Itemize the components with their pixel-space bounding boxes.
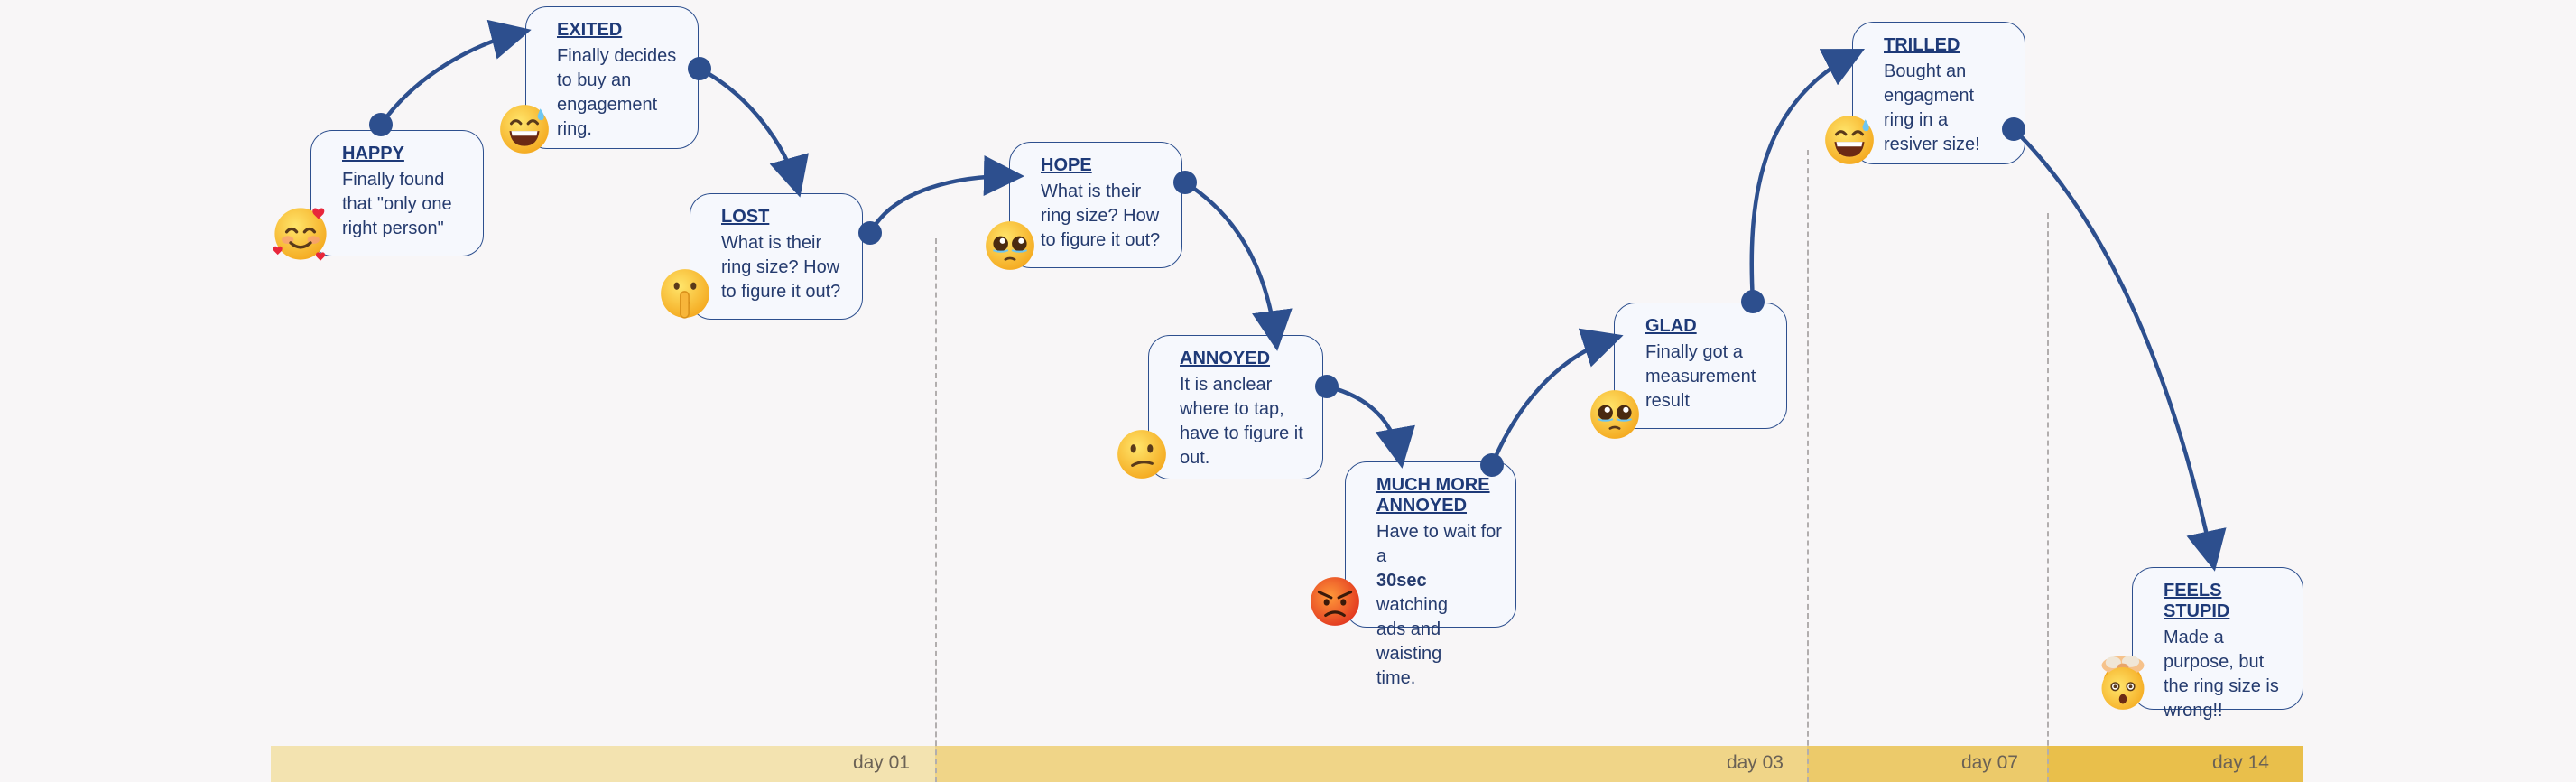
day-label-14: day 14 [2211, 752, 2269, 773]
timeline-band-day-03 [935, 746, 1807, 782]
stage-title: FEELS STUPID [2164, 581, 2230, 621]
arrow-annoyed-to-much-more [1326, 384, 1415, 469]
node-lost [858, 221, 882, 245]
arrow-happy-to-exited [379, 19, 532, 126]
grinning-sweat-icon [500, 105, 549, 154]
stage-description: Have to wait for a 30sec watching ads an… [1376, 522, 1502, 688]
day-label-01: day 01 [852, 752, 910, 773]
phase-divider-3 [2047, 213, 2049, 782]
confused-face-icon [1117, 430, 1166, 479]
pleading-face-icon [986, 221, 1034, 270]
arrow-trilled-to-feels-stupid [2012, 127, 2227, 572]
shushing-face-icon [661, 269, 709, 319]
timeline-band-day-14 [2047, 746, 2303, 782]
node-happy [369, 113, 393, 136]
pleading-face-icon [1590, 390, 1639, 439]
node-glad [1741, 290, 1765, 313]
stage-title: HAPPY [342, 144, 404, 163]
timeline-band-day-01 [271, 746, 935, 782]
phase-divider-2 [1807, 150, 1809, 782]
node-much-more-annoyed [1480, 453, 1504, 477]
timeline-band-day-07 [1807, 746, 2047, 782]
phase-divider-1 [935, 238, 937, 782]
node-hope [1173, 171, 1197, 194]
stage-title: EXITED [557, 20, 623, 40]
stage-title: GLAD [1645, 316, 1697, 336]
arrow-hope-to-annoyed [1183, 181, 1293, 351]
node-annoyed [1315, 375, 1339, 398]
arrow-glad-to-trilled [1749, 48, 1866, 303]
stage-card-much-more-annoyed: MUCH MORE ANNOYED Have to wait for a 30s… [1345, 461, 1516, 688]
stage-title: LOST [721, 207, 770, 227]
stage-title: TRILLED [1884, 35, 1960, 55]
smiling-face-with-hearts-icon [273, 208, 327, 261]
stage-title: MUCH MORE ANNOYED [1376, 475, 1490, 516]
day-label-07: day 07 [1960, 752, 2018, 773]
node-trilled [2002, 117, 2025, 141]
stage-title: HOPE [1041, 155, 1092, 175]
day-label-03: day 03 [1726, 752, 1784, 773]
node-exited [688, 57, 711, 80]
exploding-head-icon [2101, 656, 2145, 710]
grinning-sweat-icon [1825, 116, 1874, 164]
arrow-much-more-to-glad [1489, 328, 1624, 466]
arrow-exited-to-lost [698, 67, 809, 198]
arrow-lost-to-hope [868, 154, 1024, 235]
stage-title: ANNOYED [1180, 349, 1271, 368]
angry-face-icon [1311, 577, 1359, 626]
